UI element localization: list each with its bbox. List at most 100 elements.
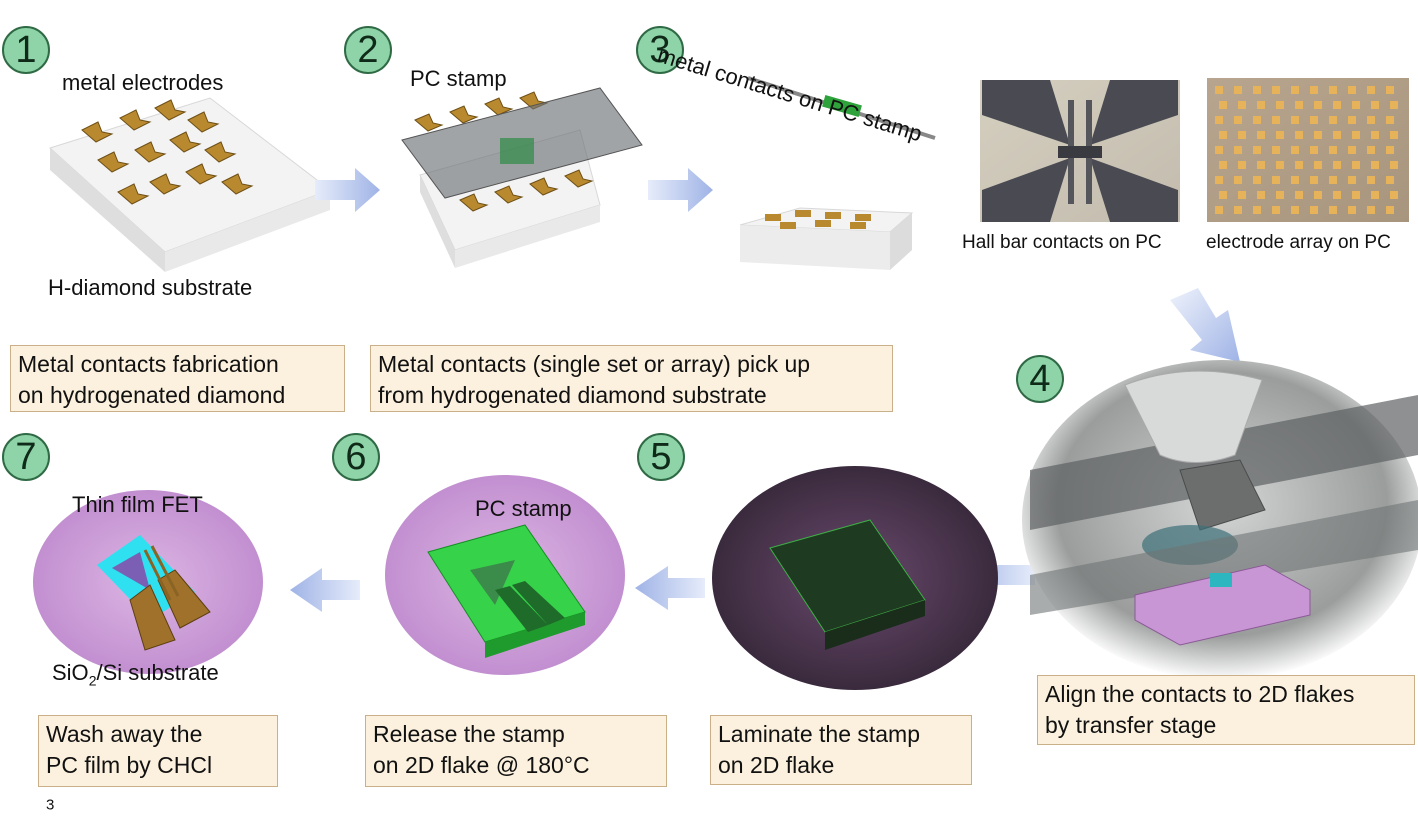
step-badge-3: 3 [636, 26, 684, 74]
arrow-6-to-7 [290, 568, 360, 612]
electrode-pad [1333, 131, 1341, 139]
electrode-pad [1238, 161, 1246, 169]
electrode-pad [1367, 176, 1375, 184]
electrode-pad [1276, 191, 1284, 199]
electrode-pad [1272, 116, 1280, 124]
electrode-pad [1234, 146, 1242, 154]
step-badge-1: 1 [2, 26, 50, 74]
electrode-pad [1295, 161, 1303, 169]
electrode-pad [1352, 161, 1360, 169]
electrode-pad [1310, 86, 1318, 94]
electrode-pad [1272, 176, 1280, 184]
label-h-diamond-substrate: H-diamond substrate [48, 275, 253, 300]
electrode-pad [1333, 161, 1341, 169]
electrode-pad [1367, 86, 1375, 94]
electrode-pad [1329, 206, 1337, 214]
diamond-substrate-1 [49, 97, 332, 272]
electrode-pad [1367, 206, 1375, 214]
electrode-pad [1291, 146, 1299, 154]
electrode-pad [1314, 191, 1322, 199]
label-metal-electrodes: metal electrodes [62, 70, 224, 95]
electrode-pad [1333, 101, 1341, 109]
electrode-pad [1348, 116, 1356, 124]
electrode-pad [1253, 146, 1261, 154]
gold-electrodes-1 [81, 99, 254, 205]
electrode-pad [1367, 146, 1375, 154]
electrode-pad [1310, 176, 1318, 184]
diagram-graphics [33, 76, 1418, 690]
label-hall-bar-contacts: Hall bar contacts on PC [962, 232, 1162, 253]
electrode-pad [1310, 146, 1318, 154]
electrode-pad [1371, 161, 1379, 169]
electrode-pad [1371, 131, 1379, 139]
electrode-pad [1257, 101, 1265, 109]
electrode-pad [1234, 86, 1242, 94]
electrode-pad [1238, 191, 1246, 199]
step-badge-5: 5 [637, 433, 685, 481]
electrode-pad [1219, 191, 1227, 199]
step-badge-7: 7 [2, 433, 50, 481]
label-sio2-si-substrate: SiO2/Si substrate [52, 660, 219, 689]
electrode-pad [1329, 116, 1337, 124]
electrode-pad [1329, 176, 1337, 184]
electrode-pad [1215, 86, 1223, 94]
label-pc-stamp-step6: PC stamp [475, 496, 572, 521]
electrode-pad [1272, 146, 1280, 154]
electrode-pad [1348, 86, 1356, 94]
electrode-array-micrograph [1207, 78, 1409, 222]
electrode-pad [1215, 146, 1223, 154]
electrode-pad [1390, 161, 1398, 169]
electrode-pad [1219, 101, 1227, 109]
electrode-pad [1386, 116, 1394, 124]
hall-bar-micrograph [980, 80, 1180, 222]
flake-region-2 [500, 138, 534, 164]
arrow-3-to-4 [1170, 288, 1240, 362]
electrode-pad [1329, 86, 1337, 94]
electrode-pad [1386, 206, 1394, 214]
electrode-pad [1352, 131, 1360, 139]
electrode-pad [1257, 161, 1265, 169]
electrode-pad [1386, 176, 1394, 184]
electrode-pad [1291, 176, 1299, 184]
electrode-pad [1257, 191, 1265, 199]
electrode-pad [1276, 101, 1284, 109]
electrode-pad [1310, 206, 1318, 214]
electrode-pad [1371, 191, 1379, 199]
electrode-pad [1314, 101, 1322, 109]
gold-electrodes-2 [414, 91, 594, 212]
step-badge-6: 6 [332, 433, 380, 481]
electrode-pad [1348, 206, 1356, 214]
electrode-pad [1257, 131, 1265, 139]
electrode-pad [1314, 131, 1322, 139]
caption-step-2: Metal contacts (single set or array) pic… [370, 345, 893, 412]
electrode-pad [1238, 131, 1246, 139]
electrode-pad [1215, 176, 1223, 184]
electrode-pad [1234, 176, 1242, 184]
electrode-pad [1371, 101, 1379, 109]
gold-electrodes-3 [765, 210, 871, 229]
electrode-pad [1314, 161, 1322, 169]
electrode-pad [1234, 116, 1242, 124]
arrow-1-to-2 [315, 168, 380, 212]
electrode-pad [1291, 206, 1299, 214]
electrode-pad [1295, 101, 1303, 109]
fet-scene [33, 490, 263, 674]
electrode-pad [1253, 86, 1261, 94]
electrode-pad [1367, 116, 1375, 124]
electrode-pad [1352, 101, 1360, 109]
transfer-stage-scene [1022, 360, 1418, 680]
electrode-pad [1386, 146, 1394, 154]
electrode-pad [1390, 101, 1398, 109]
electrode-pad [1276, 161, 1284, 169]
electrode-pad [1390, 131, 1398, 139]
electrode-pad [1295, 131, 1303, 139]
release-scene [385, 475, 625, 675]
label-electrode-array: electrode array on PC [1206, 232, 1391, 253]
electrode-pad [1386, 86, 1394, 94]
step-badge-4: 4 [1016, 355, 1064, 403]
electrode-pad [1253, 116, 1261, 124]
electrode-pad [1234, 206, 1242, 214]
